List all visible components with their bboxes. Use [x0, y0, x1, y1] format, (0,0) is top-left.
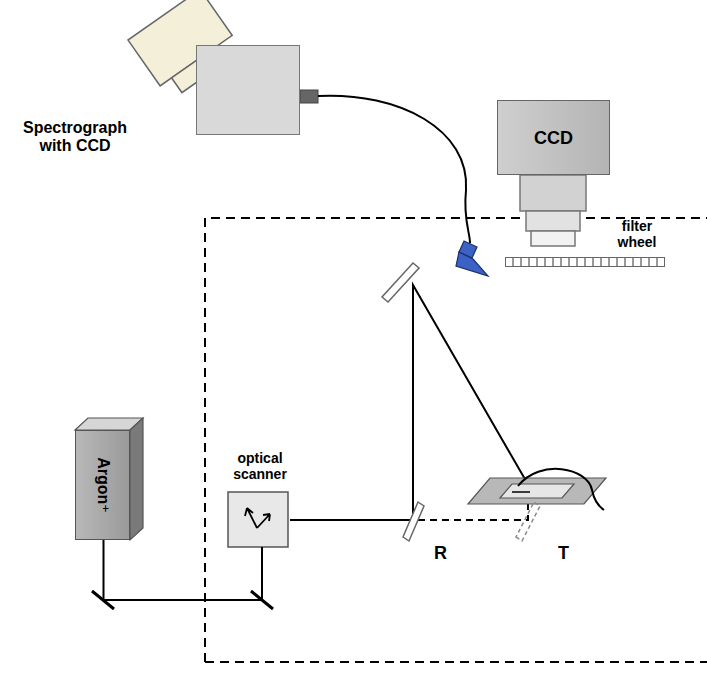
- ccd-camera: CCD: [497, 100, 610, 175]
- filter-wheel: filter wheel: [505, 257, 665, 267]
- optical-fiber: [318, 96, 470, 243]
- optical-scanner: optical scanner: [228, 492, 288, 547]
- mirror-label: R: [434, 543, 447, 564]
- ccd-lens: [520, 175, 586, 246]
- spectrograph-body: Spectrograph with CCD: [196, 45, 300, 135]
- node-label: optical scanner: [224, 450, 296, 482]
- fiber-connector: [300, 90, 318, 103]
- scanner-body: [228, 492, 288, 547]
- fiber-probe: [456, 241, 488, 276]
- node-label: Spectrograph with CCD: [9, 119, 141, 156]
- scanner-icon: [245, 508, 270, 528]
- mirror: [403, 502, 424, 541]
- argon-laser: Argon⁺: [75, 430, 130, 540]
- mirror-label: T: [558, 543, 569, 564]
- node-label: CCD: [534, 127, 573, 148]
- transmission-path: [418, 502, 528, 520]
- node-label: filter wheel: [606, 218, 668, 250]
- enclosure-outline: [205, 218, 707, 662]
- laser-side-face: [130, 418, 143, 540]
- laser-beam: [104, 540, 263, 600]
- mirror: [516, 502, 540, 541]
- node-label: Argon⁺: [93, 457, 111, 513]
